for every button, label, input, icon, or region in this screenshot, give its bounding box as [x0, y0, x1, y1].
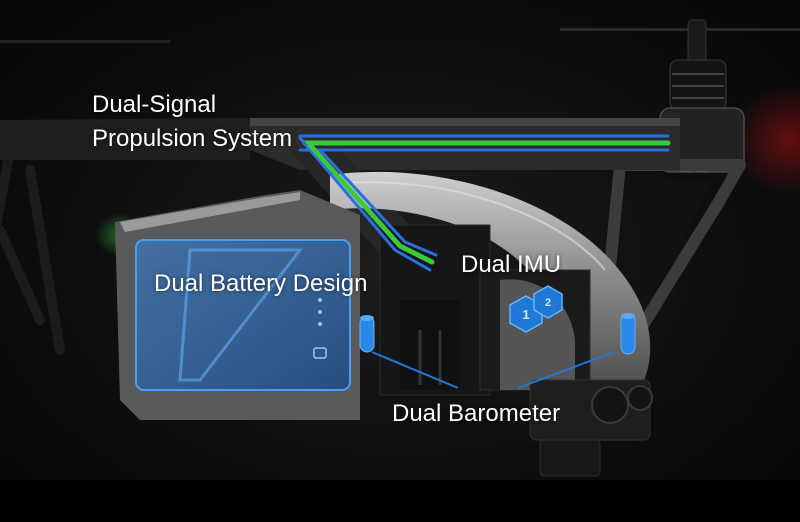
imu-label: Dual IMU	[461, 251, 562, 278]
propeller-left	[0, 40, 170, 43]
propeller-right	[560, 19, 800, 111]
drone-illustration: 1 2	[0, 19, 800, 477]
battery-highlight	[135, 239, 351, 391]
left-landing-gear	[0, 145, 65, 355]
imu-badge-1-label: 1	[522, 307, 529, 322]
right-gear-inner	[630, 182, 712, 320]
battery-design-label: Dual Battery Design	[154, 270, 368, 297]
bottom-black-band	[0, 480, 800, 522]
propulsion-system-label: Dual-Signal Propulsion System	[92, 88, 292, 156]
propulsion-signal-lines	[298, 134, 671, 272]
barometer-callout-lines	[371, 351, 615, 389]
red-light-glow	[730, 85, 800, 195]
barometer-left	[359, 315, 375, 353]
gimbal-camera	[529, 379, 653, 477]
drone-cutaway-image: 1 2 Dual-Signal Propulsion System Dual B…	[0, 0, 800, 480]
barometer-right	[620, 313, 636, 355]
propulsion-label-line2: Propulsion System	[92, 125, 293, 152]
imu-badges: 1 2	[509, 285, 563, 333]
imu-badge-2-label: 2	[545, 297, 551, 309]
barometer-label: Dual Barometer	[392, 400, 561, 427]
imu-badge-2	[533, 285, 563, 319]
propulsion-label-line1: Dual-Signal	[92, 91, 217, 118]
